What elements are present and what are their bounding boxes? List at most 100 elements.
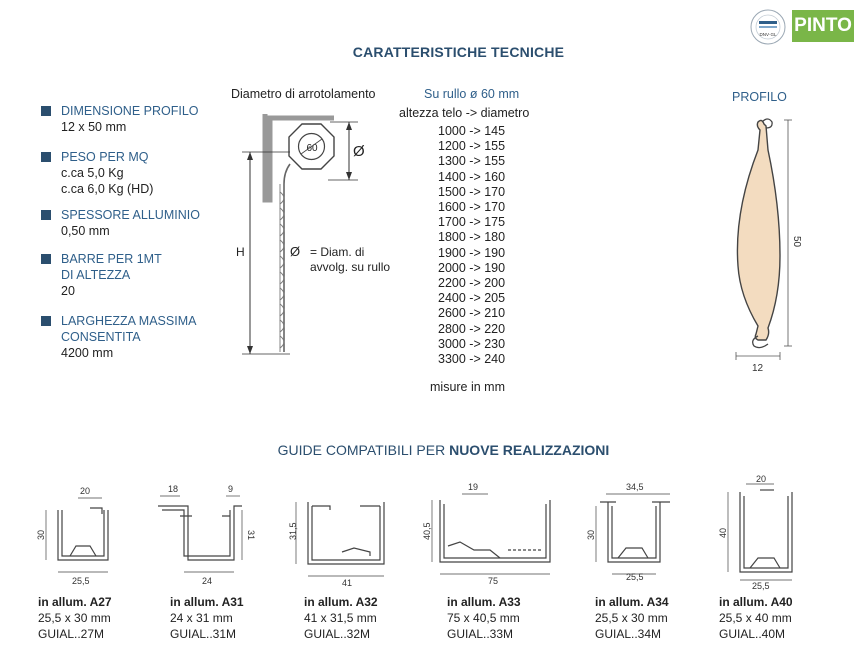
- arrow-up-icon: [346, 122, 352, 130]
- curtain-line: [283, 163, 291, 352]
- roll-table-header: altezza telo -> diametro: [399, 106, 530, 120]
- roll-table-row: 1900 -> 190: [438, 245, 506, 260]
- roll-table-row: 1700 -> 175: [438, 215, 506, 230]
- guide-code: GUIAL..32M: [304, 627, 371, 641]
- spec-label: DIMENSIONE PROFILO: [61, 104, 199, 118]
- roll-table-row: 2400 -> 205: [438, 291, 506, 306]
- roll-table-row: 2600 -> 210: [438, 306, 506, 321]
- bullet-square: [41, 106, 51, 116]
- guide-name: in allum. A34: [595, 595, 669, 609]
- spec-item-dimension: DIMENSIONE PROFILO 12 x 50 mm: [41, 103, 241, 135]
- legend-diameter-symbol: Ø: [290, 244, 300, 259]
- guide-a31-drawing: 18 9 31 24: [158, 484, 256, 586]
- roll-table-row: 2200 -> 200: [438, 276, 506, 291]
- brand-logo: PINTO: [792, 10, 854, 42]
- guide-code: GUIAL..31M: [170, 627, 237, 641]
- curtain-slats: [279, 191, 285, 349]
- guide-size: 41 x 31,5 mm: [304, 611, 377, 625]
- guide-a40: in allum. A40 25,5 x 40 mm GUIAL..40M: [719, 594, 793, 642]
- axle-diameter-line: [300, 138, 323, 155]
- legend-line-2: avvolg. su rullo: [310, 260, 390, 274]
- arrow-down-icon: [346, 172, 352, 180]
- certification-logo: DNV·GL: [749, 8, 787, 46]
- roll-table-row: 1800 -> 180: [438, 230, 506, 245]
- guide-a33-drawing: 19 40,5 75: [422, 482, 551, 586]
- roll-table-row: 1600 -> 170: [438, 200, 506, 215]
- roll-table-row: 3000 -> 230: [438, 336, 506, 351]
- guide-code: GUIAL..34M: [595, 627, 662, 641]
- profile-width-label: 12: [752, 363, 764, 374]
- a31-dim-top-right: 9: [228, 484, 233, 494]
- spec-value: 12 x 50 mm: [61, 120, 127, 134]
- page-title: CARATTERISTICHE TECNICHE: [352, 44, 565, 60]
- spec-label-line2: DI ALTEZZA: [61, 268, 131, 282]
- roll-table-footer: misure in mm: [430, 380, 506, 394]
- guide-a33: in allum. A33 75 x 40,5 mm GUIAL..33M: [447, 594, 521, 642]
- a34-dim-top: 34,5: [626, 482, 644, 492]
- slat: [279, 191, 285, 205]
- a34-dim-side: 30: [586, 530, 596, 540]
- a40-dim-bottom: 25,5: [752, 581, 770, 591]
- spec-item-weight: PESO PER MQ c.ca 5,0 Kg c.ca 6,0 Kg (HD): [41, 149, 241, 197]
- guide-a34: in allum. A34 25,5 x 30 mm GUIAL..34M: [595, 594, 669, 642]
- guides-title: GUIDE COMPATIBILI PER NUOVE REALIZZAZION…: [0, 442, 861, 458]
- diameter-symbol: Ø: [353, 143, 365, 160]
- spec-value: 0,50 mm: [61, 224, 110, 238]
- slat: [279, 239, 285, 253]
- a34-dim-bottom: 25,5: [626, 572, 644, 582]
- profile-drawing: 50 12: [735, 118, 802, 374]
- guide-code: GUIAL..40M: [719, 627, 786, 641]
- roll-table-row: 2800 -> 220: [438, 321, 506, 336]
- slat: [279, 255, 285, 269]
- a27-dim-top: 20: [80, 486, 90, 496]
- roll-table-row: 1400 -> 160: [438, 169, 506, 184]
- brand-name: PINTO: [794, 15, 852, 36]
- roll-table-row: 1000 -> 145: [438, 124, 506, 138]
- slat: [279, 223, 285, 237]
- roll-table-row: 3300 -> 240: [438, 352, 506, 367]
- bullet-square: [41, 316, 51, 326]
- guide-a32-drawing: 31,5 41: [288, 502, 385, 588]
- a32-dim-bottom: 41: [342, 578, 352, 588]
- profile-height-label: 50: [791, 236, 802, 248]
- spec-value: c.ca 5,0 Kg: [61, 166, 124, 180]
- spec-label: SPESSORE ALLUMINIO: [61, 208, 200, 222]
- axle-label: 60: [306, 143, 318, 154]
- h-label: H: [236, 245, 245, 259]
- guide-a27: in allum. A27 25,5 x 30 mm GUIAL..27M: [38, 594, 112, 642]
- profile-title: PROFILO: [732, 90, 787, 104]
- bullet-square: [41, 254, 51, 264]
- bullet-square: [41, 152, 51, 162]
- a33-dim-top: 19: [468, 482, 478, 492]
- guide-name: in allum. A33: [447, 595, 521, 609]
- slat: [279, 207, 285, 221]
- spec-item-max-width: LARGHEZZA MASSIMA CONSENTITA 4200 mm: [41, 313, 241, 361]
- a31-dim-top-left: 18: [168, 484, 178, 494]
- slat: [279, 319, 285, 333]
- guide-size: 75 x 40,5 mm: [447, 611, 520, 625]
- a27-dim-side: 30: [36, 530, 46, 540]
- guide-size: 24 x 31 mm: [170, 611, 233, 625]
- a31-dim-bottom: 24: [202, 576, 212, 586]
- a31-dim-side: 31: [246, 530, 256, 540]
- guide-name: in allum. A40: [719, 595, 793, 609]
- arrow-down-icon: [247, 346, 253, 354]
- legend-line-1: = Diam. di: [310, 245, 364, 259]
- guide-a34-drawing: 34,5 30 25,5: [586, 482, 670, 582]
- roll-table-title: Su rullo ø 60 mm: [424, 87, 520, 101]
- profile-hook-top: [761, 118, 773, 129]
- spec-value: 4200 mm: [61, 346, 114, 360]
- roll-diagram-title: Diametro di arrotolamento: [231, 87, 376, 101]
- a32-dim-side: 31,5: [288, 522, 298, 540]
- guide-a31: in allum. A31 24 x 31 mm GUIAL..31M: [170, 594, 244, 642]
- a40-dim-top: 20: [756, 474, 766, 484]
- a33-dim-bottom: 75: [488, 576, 498, 586]
- guide-name: in allum. A27: [38, 595, 112, 609]
- guide-size: 25,5 x 30 mm: [38, 611, 111, 625]
- guide-a32: in allum. A32 41 x 31,5 mm GUIAL..32M: [304, 594, 378, 642]
- guide-a40-drawing: 20 40 25,5: [718, 474, 793, 591]
- housing-frame: [262, 114, 334, 203]
- roll-table-row: 2000 -> 190: [438, 260, 506, 275]
- a27-dim-bottom: 25,5: [72, 576, 90, 586]
